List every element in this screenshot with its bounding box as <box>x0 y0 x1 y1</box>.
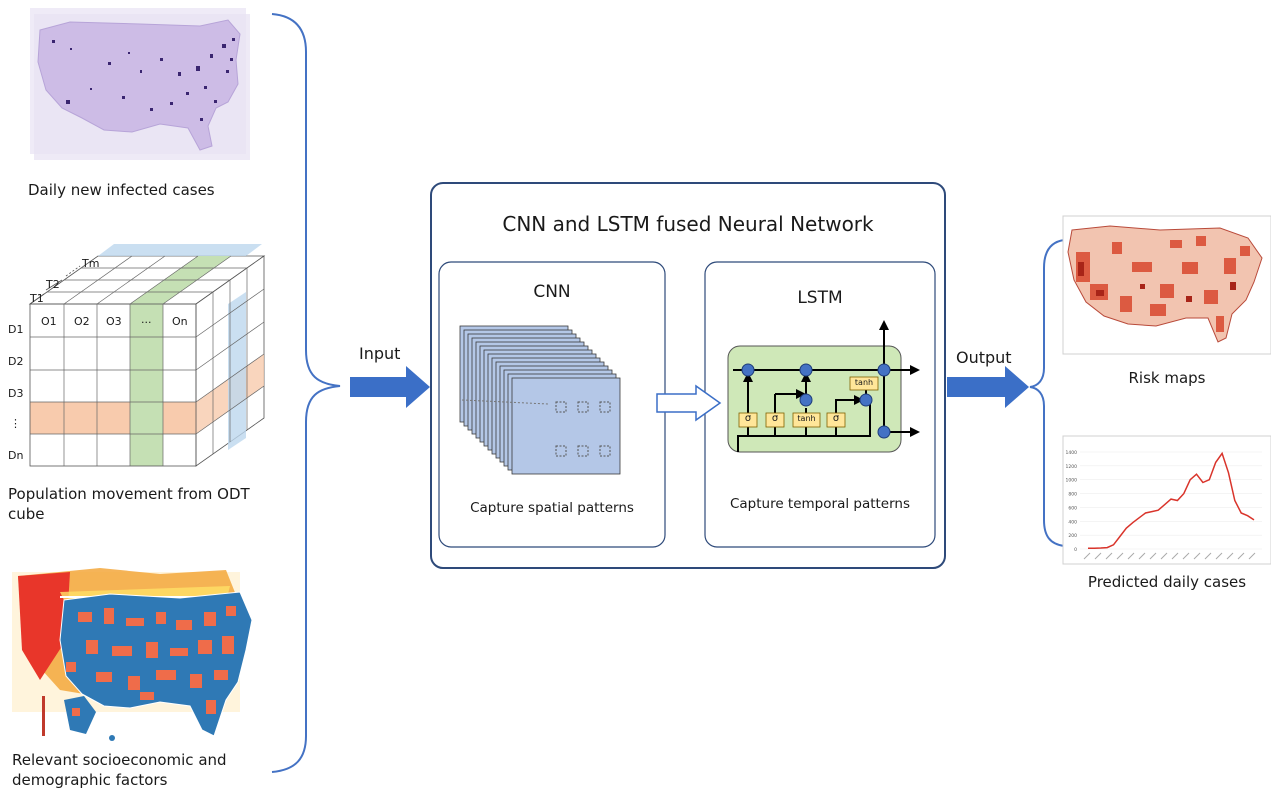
chart-x-tick <box>1116 552 1124 560</box>
input-label: Input <box>359 344 401 363</box>
lstm-gate-label: σ <box>832 413 840 424</box>
cnn-feature-stack <box>459 325 621 475</box>
chart-x-tick <box>1160 552 1168 560</box>
chart-y-tick-label: 800 <box>1068 492 1077 498</box>
chart-y-tick-label: 200 <box>1068 533 1077 539</box>
output-arrow <box>947 366 1029 408</box>
cube-time-label: T2 <box>46 278 60 291</box>
cube-dest-label: Dn <box>8 449 24 462</box>
output-label: Output <box>956 348 1012 367</box>
socioeconomic-caption: Relevant socioeconomic and demographic f… <box>12 751 227 789</box>
chart-y-tick-label: 600 <box>1068 505 1077 511</box>
chart-x-tick <box>1138 552 1146 560</box>
cube-origin-label: O1 <box>41 315 57 328</box>
input-brace <box>271 13 341 773</box>
lstm-cell-activation-label: tanh <box>854 378 874 387</box>
cnn-title: CNN <box>533 282 571 302</box>
cube-dest-label: D1 <box>8 323 24 336</box>
cnn-feature-map <box>511 377 621 475</box>
predicted-chart-x-ticks <box>1083 552 1256 560</box>
chart-y-tick-label: 1200 <box>1066 464 1078 470</box>
cube-origin-label: O3 <box>106 315 122 328</box>
predicted-chart-grid <box>1080 451 1262 550</box>
chart-x-tick <box>1083 552 1091 560</box>
cnn-caption: Capture spatial patterns <box>470 500 634 516</box>
chart-y-tick-label: 400 <box>1068 519 1077 525</box>
infected-cases-caption: Daily new infected cases <box>28 181 215 199</box>
infected-cases-map <box>30 8 250 160</box>
lstm-cell <box>727 320 920 453</box>
lstm-caption: Capture temporal patterns <box>729 496 911 512</box>
chart-x-tick <box>1237 552 1245 560</box>
chart-y-tick-label: 0 <box>1074 547 1077 553</box>
risk-map <box>1062 215 1271 355</box>
socioeconomic-maps <box>12 568 256 741</box>
predicted-cases-line <box>1087 451 1255 550</box>
cube-time-label: T1 <box>30 292 44 305</box>
lstm-title: LSTM <box>797 288 843 308</box>
lstm-gate-label: tanh <box>797 414 816 423</box>
chart-y-tick-label: 1000 <box>1066 478 1078 484</box>
chart-x-tick <box>1182 552 1190 560</box>
cube-origin-label: O2 <box>74 315 90 328</box>
chart-x-tick <box>1149 552 1157 560</box>
output-brace <box>1029 239 1065 547</box>
chart-x-tick <box>1248 552 1256 560</box>
chart-x-tick <box>1171 552 1179 560</box>
chart-x-tick <box>1215 552 1223 560</box>
chart-x-tick <box>1204 552 1212 560</box>
predicted-chart-frame <box>1062 435 1271 565</box>
cube-origin-label: On <box>172 315 188 328</box>
odt-cube-caption: Population movement from ODT cube <box>8 485 250 523</box>
cube-dest-label: D3 <box>8 387 24 400</box>
cube-dest-label: D2 <box>8 355 24 368</box>
chart-x-tick <box>1094 552 1102 560</box>
chart-x-tick <box>1127 552 1135 560</box>
cube-time-label: Tm <box>82 257 100 270</box>
chart-x-tick <box>1193 552 1201 560</box>
predicted-cases-caption: Predicted daily cases <box>1087 573 1247 591</box>
chart-x-tick <box>1105 552 1113 560</box>
model-title: CNN and LSTM fused Neural Network <box>502 212 874 236</box>
cnn-to-lstm-arrow <box>656 384 722 422</box>
chart-y-tick-label: 1400 <box>1066 450 1078 456</box>
chart-x-tick <box>1226 552 1234 560</box>
risk-map-caption: Risk maps <box>1128 369 1206 387</box>
lstm-gate-label: σ <box>771 413 779 424</box>
cube-origin-label: ... <box>141 313 152 326</box>
lstm-gate-label: σ <box>744 413 752 424</box>
odt-cube <box>28 244 266 467</box>
cube-dest-label: ⋮ <box>10 417 21 430</box>
predicted-chart-y-ticks: 1400 1200 1000 800 600 400 200 0 <box>1066 450 1078 553</box>
input-arrow <box>350 366 430 408</box>
